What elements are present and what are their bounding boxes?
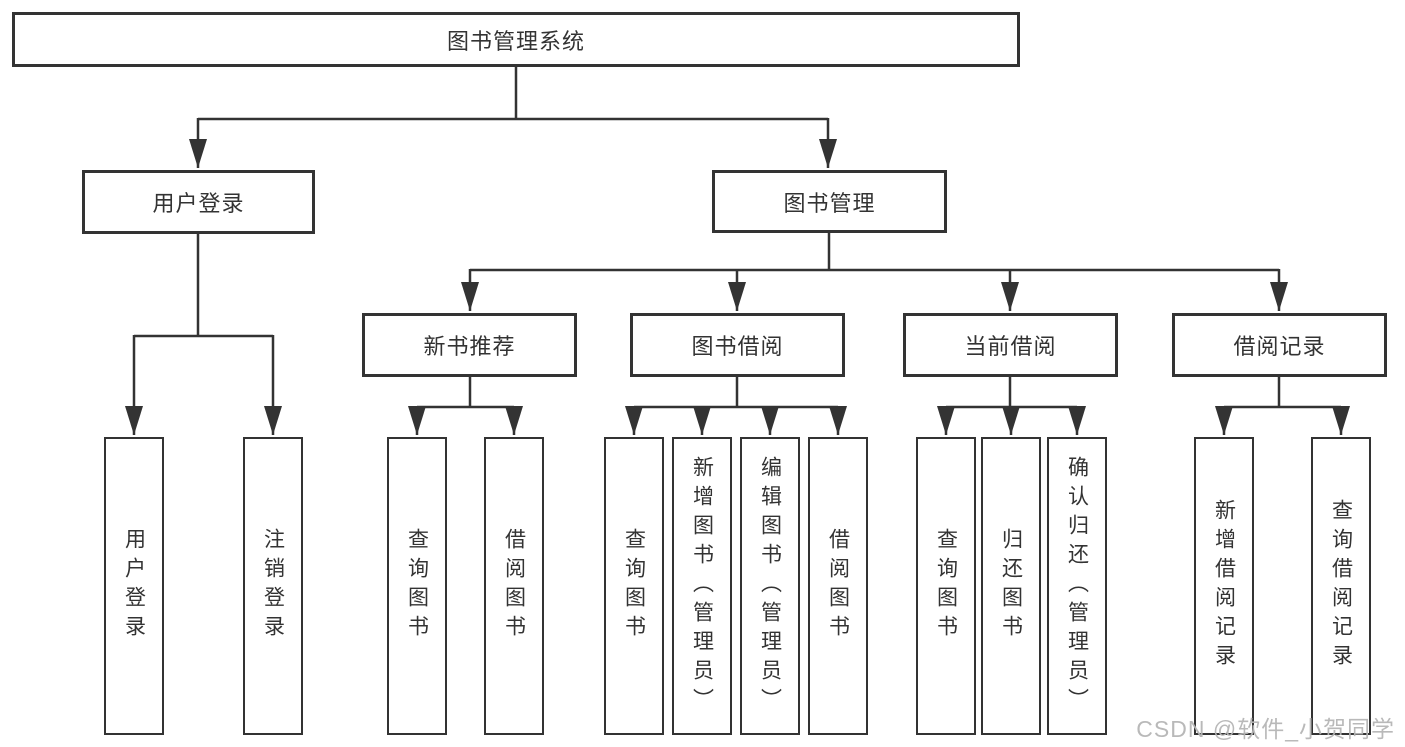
leaf-borrow-books: 借阅图书 <box>484 437 544 735</box>
leaf-label: 查询图书 <box>934 528 958 644</box>
leaf-label: 查询图书 <box>622 528 646 644</box>
node-borrowing-records: 借阅记录 <box>1172 313 1387 377</box>
node-label: 当前借阅 <box>964 334 1057 359</box>
leaf-borrow-books: 借阅图书 <box>808 437 868 735</box>
leaf-return-books: 归还图书 <box>981 437 1041 735</box>
leaf-label: 新增图书（管理员） <box>690 455 714 717</box>
leaf-user-login: 用户登录 <box>104 437 164 735</box>
node-label: 图书管理 <box>783 190 876 216</box>
node-library-management-system: 图书管理系统 <box>12 12 1020 67</box>
node-label: 图书借阅 <box>691 334 784 359</box>
node-label: 新书推荐 <box>423 334 516 359</box>
node-book-management: 图书管理 <box>712 170 947 233</box>
node-new-book-recommendation: 新书推荐 <box>362 313 577 377</box>
node-label: 用户登录 <box>152 191 245 216</box>
leaf-query-books: 查询图书 <box>604 437 664 735</box>
leaf-label: 借阅图书 <box>826 528 850 644</box>
leaf-label: 确认归还（管理员） <box>1065 455 1089 717</box>
csdn-watermark: CSDN @软件_小贺同学 <box>1136 716 1395 742</box>
leaf-label: 查询图书 <box>405 528 429 644</box>
node-book-borrowing: 图书借阅 <box>630 313 845 377</box>
node-user-login: 用户登录 <box>82 170 315 234</box>
leaf-query-books: 查询图书 <box>916 437 976 735</box>
leaf-label: 用户登录 <box>122 528 146 644</box>
leaf-query-books: 查询图书 <box>387 437 447 735</box>
node-current-borrowing: 当前借阅 <box>903 313 1118 377</box>
leaf-label: 新增借阅记录 <box>1212 499 1236 673</box>
leaf-confirm-return-admin: 确认归还（管理员） <box>1047 437 1107 735</box>
leaf-label: 归还图书 <box>999 528 1023 644</box>
node-label: 图书管理系统 <box>446 28 585 54</box>
leaf-label: 注销登录 <box>261 528 285 644</box>
leaf-query-borrow-record: 查询借阅记录 <box>1311 437 1371 735</box>
leaf-edit-book-admin: 编辑图书（管理员） <box>740 437 800 735</box>
leaf-logout: 注销登录 <box>243 437 303 735</box>
leaf-add-book-admin: 新增图书（管理员） <box>672 437 732 735</box>
node-label: 借阅记录 <box>1233 334 1326 359</box>
leaf-label: 借阅图书 <box>502 528 526 644</box>
leaf-add-borrow-record: 新增借阅记录 <box>1194 437 1254 735</box>
leaf-label: 查询借阅记录 <box>1329 499 1353 673</box>
leaf-label: 编辑图书（管理员） <box>758 455 782 717</box>
